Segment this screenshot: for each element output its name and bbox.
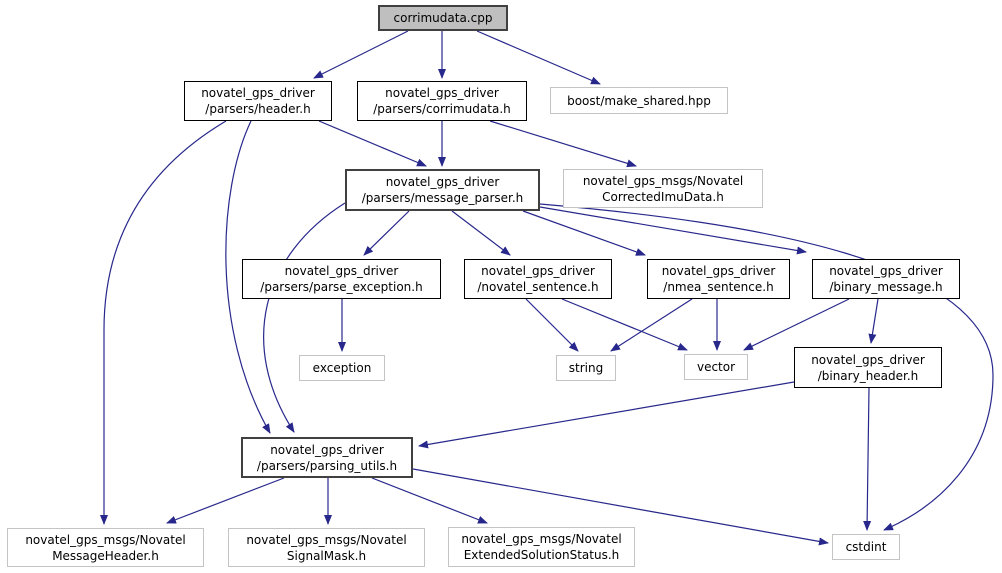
node-parse-exception-h[interactable]: novatel_gps_driver /parsers/parse_except… [242,259,441,299]
edge-message-parser-h-to-parse-exception-h [363,210,410,256]
node-message-parser-h[interactable]: novatel_gps_driver /parsers/message_pars… [345,169,540,211]
edge-parsers-header-h-to-parsing-utils-h [225,120,271,434]
edge-parsing-utils-h-to-novatel-message-header-h [166,477,285,524]
node-cstdint: cstdint [832,534,900,560]
node-parsers-corrimudata-h[interactable]: novatel_gps_driver /parsers/corrimudata.… [357,81,527,121]
node-vector: vector [684,354,748,380]
edge-parsers-header-h-to-message-parser-h [318,120,427,167]
node-boost-make-shared-hpp: boost/make_shared.hpp [550,87,728,114]
edge-corrimudata-cpp-to-boost-make-shared-hpp [476,30,601,85]
edge-binary-message-h-to-binary-header-h [868,298,879,344]
node-novatel-corrected-imu-data-h: novatel_gps_msgs/Novatel CorrectedImuDat… [563,169,763,208]
edge-nmea-sentence-h-to-string [610,298,693,352]
node-parsers-header-h[interactable]: novatel_gps_driver /parsers/header.h [184,81,332,121]
node-corrimudata-cpp: corrimudata.cpp [378,5,508,31]
edge-parsing-utils-h-to-novatel-extended-solution-status-h [371,477,488,524]
edge-message-parser-h-to-parsing-utils-h [263,202,346,433]
edge-message-parser-h-to-binary-message-h [539,206,807,255]
node-nmea-sentence-h[interactable]: novatel_gps_driver /nmea_sentence.h [647,259,790,299]
edge-parsing-utils-h-to-cstdint [412,468,829,546]
edge-parsers-header-h-to-novatel-message-header-h [100,120,227,525]
edge-message-parser-h-to-novatel-sentence-h [451,210,511,256]
node-novatel-sentence-h[interactable]: novatel_gps_driver /novatel_sentence.h [464,259,612,299]
edge-binary-header-h-to-cstdint [863,387,872,531]
edge-message-parser-h-to-cstdint [539,203,994,531]
edge-corrimudata-cpp-to-parsers-header-h [313,30,409,79]
edge-novatel-sentence-h-to-vector [561,298,688,351]
node-novatel-extended-solution-status-h: novatel_gps_msgs/Novatel ExtendedSolutio… [448,527,635,567]
edge-binary-header-h-to-parsing-utils-h [418,381,795,449]
node-novatel-signal-mask-h: novatel_gps_msgs/Novatel SignalMask.h [228,528,425,567]
node-exception: exception [299,355,385,381]
node-novatel-message-header-h: novatel_gps_msgs/Novatel MessageHeader.h [7,528,204,567]
node-parsing-utils-h[interactable]: novatel_gps_driver /parsers/parsing_util… [241,437,413,478]
edge-binary-message-h-to-vector [743,298,850,351]
node-string: string [556,355,616,381]
edge-parsers-corrimudata-h-to-novatel-corrected-imu-data-h [489,120,637,168]
node-binary-header-h[interactable]: novatel_gps_driver /binary_header.h [794,347,942,388]
edge-novatel-sentence-h-to-string [525,298,579,352]
edge-message-parser-h-to-nmea-sentence-h [522,210,646,256]
node-binary-message-h[interactable]: novatel_gps_driver /binary_message.h [812,259,960,299]
